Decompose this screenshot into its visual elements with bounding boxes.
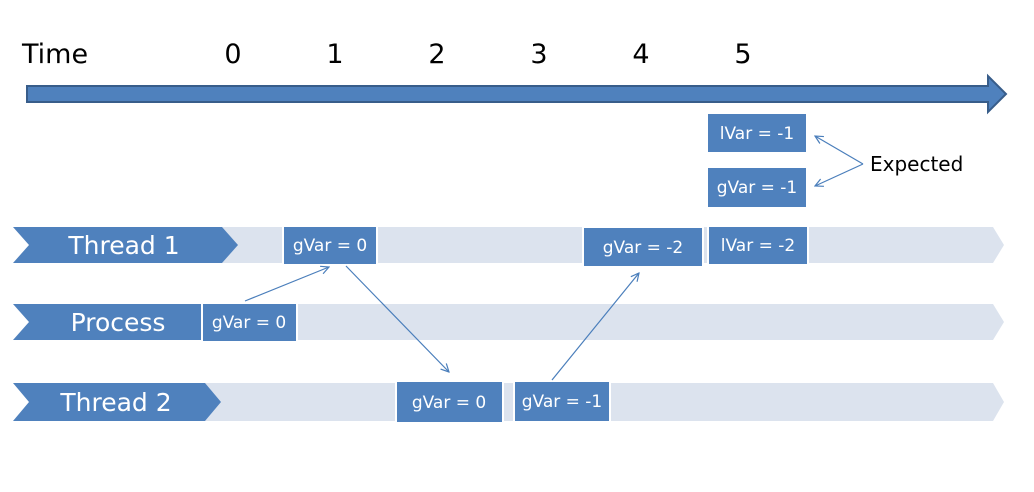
- process-lane-chevron: [13, 304, 218, 340]
- arrow-expected-to-gvar: [815, 163, 864, 186]
- thread2-lane-chevron: [13, 383, 221, 421]
- box-thread2-gvar-0: gVar = 0: [395, 380, 504, 424]
- arrow-expected-to-lvar: [815, 136, 864, 165]
- time-tick-0: 0: [224, 39, 241, 70]
- box-expected-gvar-text: gVar = -1: [717, 178, 798, 198]
- time-tick-1: 1: [326, 39, 343, 70]
- time-tick-3: 3: [530, 39, 547, 70]
- box-process-gvar-0-text: gVar = 0: [212, 313, 286, 333]
- process-lane-label: Process: [71, 308, 166, 337]
- box-thread1-lvar-neg2: lVar = -2: [707, 225, 809, 266]
- time-ticks: 0 1 2 3 4 5: [224, 39, 751, 70]
- time-tick-2: 2: [428, 39, 445, 70]
- box-expected-lvar-text: lVar = -1: [720, 124, 794, 144]
- box-process-gvar-0: gVar = 0: [201, 302, 298, 343]
- process-lane-track: [200, 304, 1004, 340]
- arrow-thread2-to-thread1: [551, 273, 639, 381]
- box-thread1-gvar-neg2-text: gVar = -2: [603, 238, 684, 258]
- arrow-process-to-thread1: [244, 267, 329, 302]
- expected-label: Expected: [870, 152, 963, 176]
- box-expected-lvar: lVar = -1: [706, 112, 808, 154]
- time-axis-arrow: [26, 73, 1008, 115]
- connector-arrows: [244, 136, 864, 381]
- thread2-lane-label: Thread 2: [59, 388, 171, 417]
- time-tick-5: 5: [734, 39, 751, 70]
- box-thread2-gvar-neg1-text: gVar = -1: [522, 392, 603, 412]
- box-thread2-gvar-0-text: gVar = 0: [412, 393, 486, 413]
- box-thread1-gvar-0-text: gVar = 0: [293, 236, 367, 256]
- thread1-lane-chevron: [13, 227, 238, 263]
- box-thread1-lvar-neg2-text: lVar = -2: [721, 236, 795, 256]
- box-expected-gvar: gVar = -1: [706, 166, 808, 209]
- thread1-lane-label: Thread 1: [67, 231, 179, 260]
- arrow-thread1-to-thread2: [345, 265, 449, 372]
- box-thread1-gvar-0: gVar = 0: [282, 225, 378, 266]
- time-axis-label: Time: [21, 39, 88, 70]
- time-tick-4: 4: [632, 39, 649, 70]
- box-thread2-gvar-neg1: gVar = -1: [513, 380, 611, 423]
- box-thread1-gvar-neg2: gVar = -2: [582, 226, 704, 268]
